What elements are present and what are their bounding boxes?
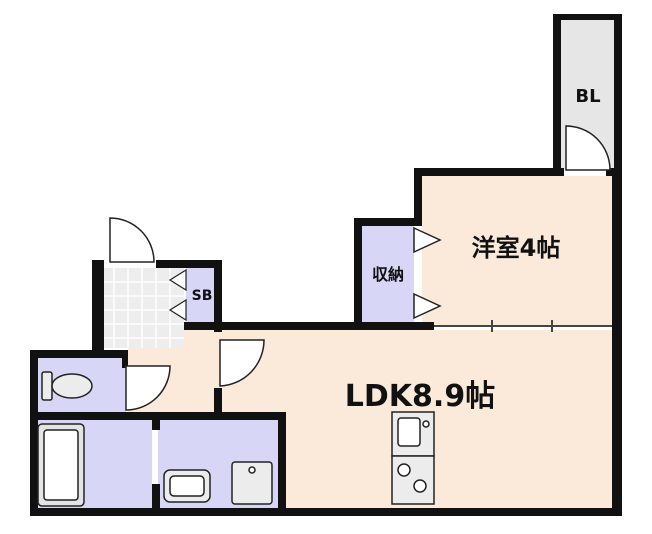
- door-swing-icon: [109, 217, 155, 263]
- western-room-label: 洋室4帖: [472, 234, 561, 262]
- washer-icon: [231, 461, 273, 505]
- door-swing-icons: [109, 125, 611, 411]
- stove-icon: [391, 455, 435, 505]
- bl-label: BL: [575, 86, 600, 107]
- ldk-label: LDK8.9帖: [345, 379, 495, 414]
- door-swing-icon: [125, 365, 171, 411]
- bathtub-icon: [37, 423, 85, 507]
- sliding-door-tracks: [434, 320, 612, 332]
- toilet-icon: [41, 371, 93, 401]
- storage-floor: [362, 226, 414, 322]
- western-room-floor: [422, 176, 612, 326]
- shoe-box-label: SB: [192, 288, 213, 304]
- floor-fills: [36, 20, 616, 508]
- sink-icon: [163, 469, 211, 503]
- kitchen-sink-icon: [391, 411, 435, 457]
- door-swing-icon: [565, 125, 611, 171]
- shoe-box-door: [168, 268, 187, 322]
- storage-door: [413, 226, 442, 320]
- walls: [30, 14, 622, 516]
- shoe-box-floor: [186, 268, 216, 324]
- storage-label: 収納: [372, 265, 404, 284]
- door-swing-icon: [219, 339, 265, 387]
